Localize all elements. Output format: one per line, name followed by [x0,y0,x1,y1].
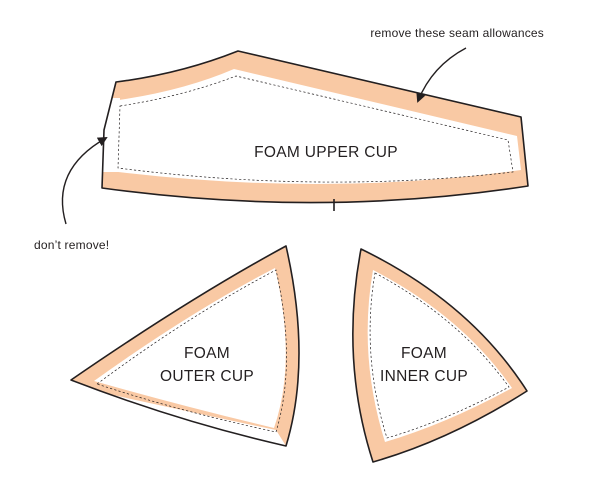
inner-cup-title-line2: INNER CUP [380,368,468,385]
inner-cup-piece: FOAM INNER CUP [352,248,528,463]
dont-remove-note: don’t remove! [34,238,109,252]
upper-cup-body [102,69,521,184]
outer-cup-title-line2: OUTER CUP [160,368,254,385]
inner-cup-stitch-line [369,272,510,439]
remove-seam-allowances-note: remove these seam allowances [370,26,544,40]
annotation-remove: remove these seam allowances [370,26,544,103]
inner-cup-body [367,270,512,442]
outer-cup-outline [70,245,300,447]
upper-cup-kept-edge [102,98,120,172]
upper-cup-title: FOAM UPPER CUP [254,144,398,161]
outer-cup-body [94,268,286,428]
inner-cup-outline [352,248,528,463]
outer-cup-kept-edge [76,384,286,446]
inner-cup-title-line1: FOAM [401,345,447,362]
dont-remove-arrow [61,137,108,225]
upper-cup-outline [101,50,529,204]
outer-cup-piece: FOAM OUTER CUP [70,245,300,447]
remove-arrow [416,47,467,103]
upper-cup-piece: FOAM UPPER CUP [101,50,529,211]
outer-cup-title-line1: FOAM [184,345,230,362]
upper-cup-stitch-line [117,75,514,183]
annotation-keep: don’t remove! [34,137,109,252]
